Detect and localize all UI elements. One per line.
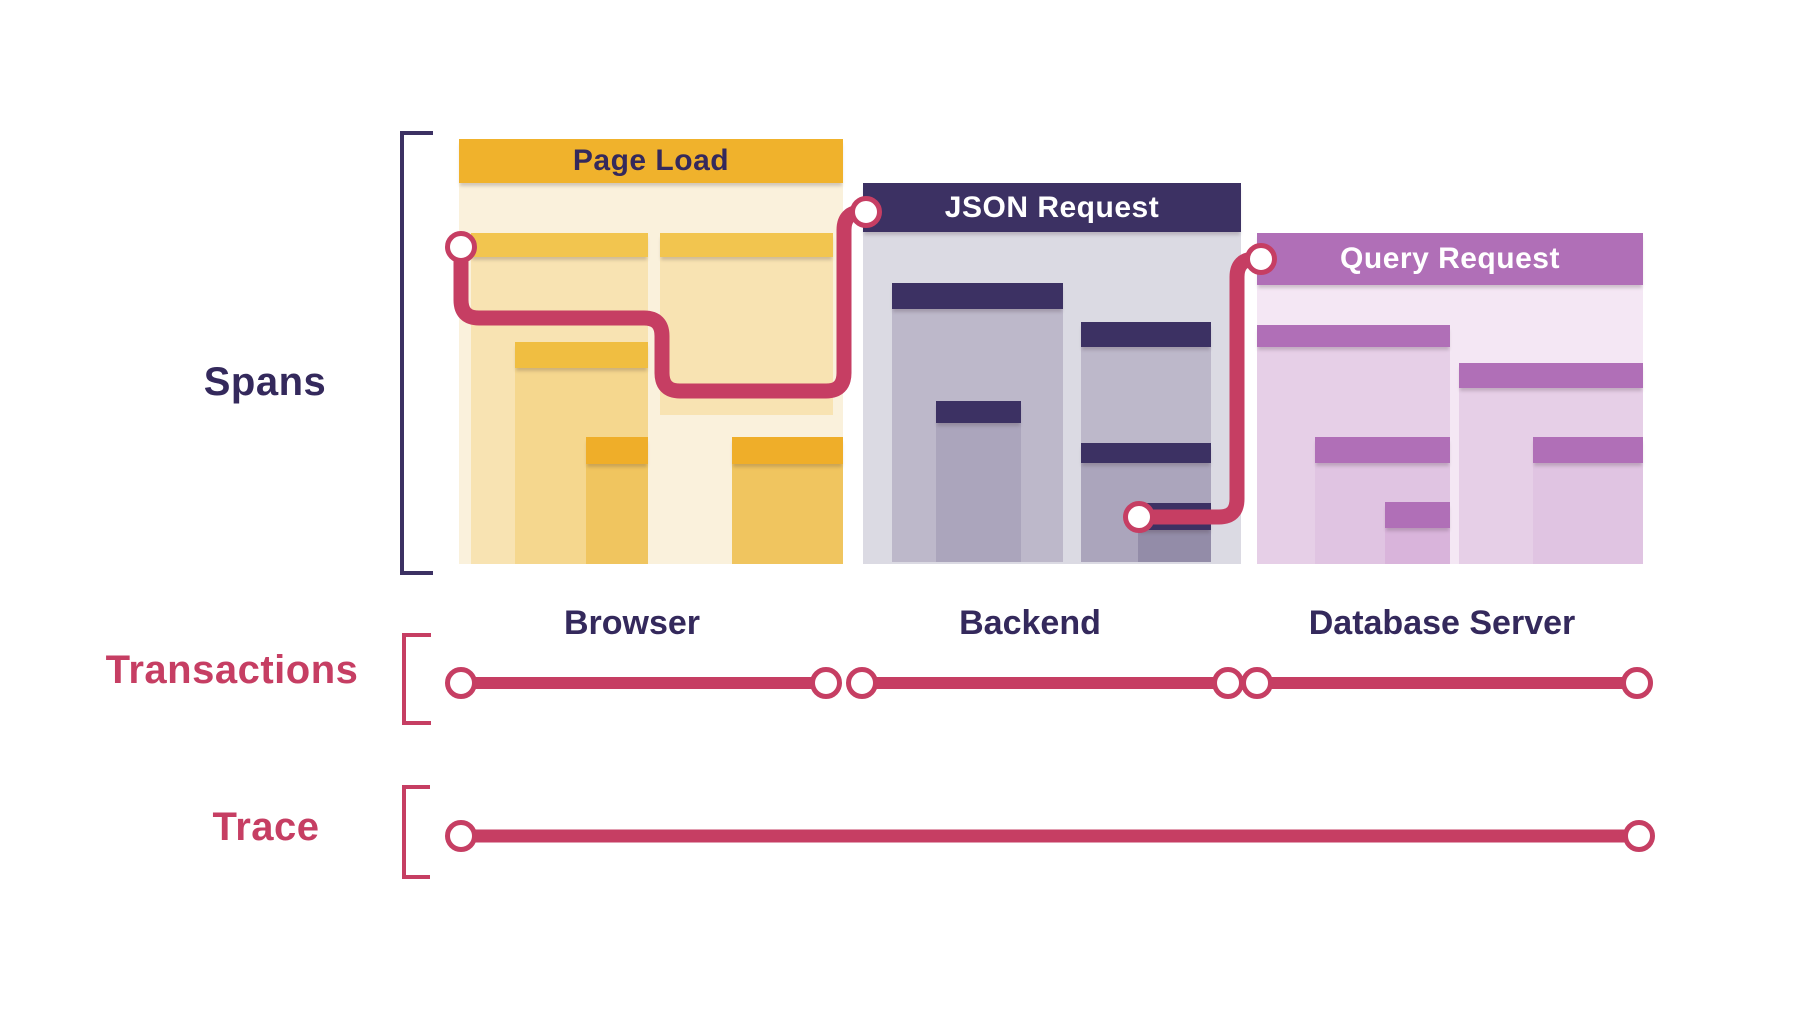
spans-bracket [400, 131, 433, 575]
backend-root-span-header: JSON Request [863, 183, 1241, 232]
transactions-label: Transactions [105, 648, 359, 692]
span-block [732, 464, 843, 564]
span-block-header [586, 437, 648, 464]
endpoint-marker-icon [1621, 667, 1653, 699]
span-block-header [1081, 322, 1211, 347]
transactions-bracket [402, 633, 431, 725]
span-block [586, 464, 648, 564]
span-block-header [660, 233, 833, 257]
span-block [1081, 347, 1211, 443]
span-block-header [936, 401, 1021, 423]
endpoint-marker-icon [1623, 820, 1655, 852]
span-block-header [515, 342, 648, 368]
endpoint-marker-icon [445, 667, 477, 699]
span-block-header [892, 283, 1063, 309]
backend-caption: Backend [959, 604, 1101, 642]
span-block-header [1138, 503, 1211, 530]
endpoint-marker-icon [1241, 667, 1273, 699]
span-block-header [1533, 437, 1643, 463]
span-block-header [1459, 363, 1643, 388]
span-block [1533, 463, 1643, 564]
trace-label: Trace [212, 805, 320, 849]
span-block-header [1257, 325, 1450, 347]
endpoint-marker-icon [445, 820, 477, 852]
span-block-header [1315, 437, 1450, 463]
span-block-header [1081, 443, 1211, 463]
span-block-header [1385, 502, 1450, 528]
span-block [1138, 530, 1211, 562]
span-block [660, 257, 833, 415]
span-block [1385, 528, 1450, 564]
spans-label: Spans [203, 360, 327, 404]
browser-root-span-header: Page Load [459, 139, 843, 183]
span-block-header [732, 437, 843, 464]
database-root-span-header: Query Request [1257, 233, 1643, 285]
endpoint-marker-icon [846, 667, 878, 699]
browser-caption: Browser [563, 604, 701, 642]
span-block-header [471, 233, 648, 257]
span-block [936, 423, 1021, 562]
endpoint-marker-icon [1212, 667, 1244, 699]
endpoint-marker-icon [810, 667, 842, 699]
trace-bracket [402, 785, 430, 879]
database-caption: Database Server [1308, 604, 1576, 642]
